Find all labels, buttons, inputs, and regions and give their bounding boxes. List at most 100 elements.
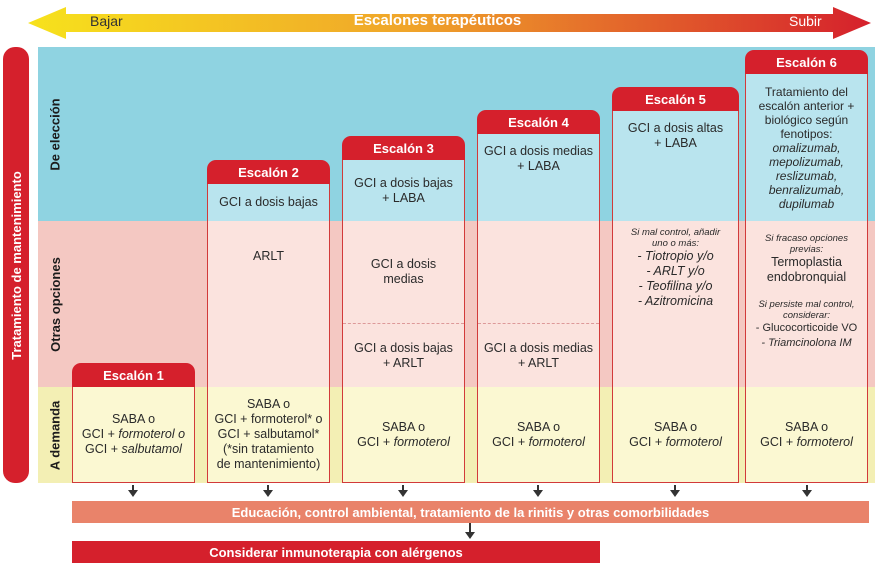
text-line: SABA o [516, 419, 561, 434]
text-line: SABA o [784, 419, 829, 434]
text-line: GCI + formoterol [629, 434, 722, 449]
text-line: SABA o [381, 419, 426, 434]
step-4-tab: Escalón 4 [477, 110, 600, 134]
step-5-column: GCI a dosis altas + LABA Si mal control,… [612, 111, 739, 483]
text-line: + LABA [654, 136, 697, 150]
down-arrow-icon [670, 490, 680, 497]
formoterol-text: formoterol [796, 434, 853, 449]
step-3-column: GCI a dosis bajas + LABA GCI a dosis med… [342, 160, 465, 483]
formoterol-text: formoterol [528, 434, 585, 449]
arrow-stem-4 [537, 485, 539, 491]
text-line: GCI a dosis medias [483, 144, 594, 158]
text-line: GCI + formoterol [492, 434, 585, 449]
text-line: previas: [789, 244, 824, 255]
text-line: GCI a dosis bajas [354, 175, 453, 190]
arrow-title: Escalones terapéuticos [353, 12, 522, 29]
text-line: + ARLT [382, 355, 425, 370]
step-6-eleccion: Tratamiento del escalón anterior + bioló… [746, 74, 867, 221]
band-eleccion-text: De elección [47, 97, 63, 171]
text-line: (*sin tratamiento [222, 442, 314, 456]
down-arrow-icon [533, 490, 543, 497]
text-line: GCI + salbutamol [85, 442, 182, 456]
step-3-otras-a: GCI a dosis medias [343, 221, 464, 324]
formoterol-text: formoterol o [118, 427, 186, 441]
formoterol-text: formoterol [393, 434, 450, 449]
text-line: Tratamiento del [765, 84, 848, 99]
text-line: reslizumab, [775, 168, 838, 183]
arrow-stem-2 [267, 485, 269, 491]
band-label-eleccion: De elección [38, 47, 72, 221]
text-line: SABA o [246, 397, 291, 411]
arrow-stem-1 [132, 485, 134, 491]
arrow-stem-5 [674, 485, 676, 491]
text-line: - Tiotropio y/o [637, 249, 714, 263]
arrow-stem-3 [402, 485, 404, 491]
down-arrow-icon [465, 532, 475, 539]
text-line: GCI a dosis altas [627, 121, 724, 135]
immunotherapy-text: Considerar inmunoterapia con alérgenos [209, 544, 463, 560]
step-1-tab: Escalón 1 [72, 363, 195, 387]
step-1-column: SABA o GCI + formoterol o GCI + salbutam… [72, 387, 195, 483]
text-line: + LABA [517, 159, 560, 173]
salbutamol-text: salbutamol [121, 442, 182, 456]
step-4-eleccion: GCI a dosis medias + LABA [478, 134, 599, 221]
step-5-tab: Escalón 5 [612, 87, 739, 111]
step-4-demanda: SABA o GCI + formoterol [478, 387, 599, 482]
text-line: Si fracaso opciones [765, 233, 848, 244]
band-label-demanda: A demanda [38, 387, 72, 483]
text-line: considerar: [783, 310, 830, 321]
maintenance-label: Tratamiento de mantenimiento [8, 170, 24, 360]
text-line: escalón anterior + [758, 98, 855, 113]
education-bar: Educación, control ambiental, tratamient… [72, 501, 869, 523]
text-line: Termoplastia [771, 255, 842, 269]
step-6-demanda: SABA o GCI + formoterol [746, 387, 867, 482]
text-line: fenotipos: [780, 126, 833, 141]
step-2-demanda: SABA o GCI + formoterol* o GCI + salbuta… [208, 387, 329, 482]
text-line: + ARLT [517, 355, 560, 370]
text-line: de mantenimiento) [216, 457, 321, 471]
text-line: - Teofilina y/o [638, 279, 713, 293]
immunotherapy-bar: Considerar inmunoterapia con alérgenos [72, 541, 600, 563]
down-arrow-icon [263, 490, 273, 497]
step-5-eleccion: GCI a dosis altas + LABA [613, 111, 738, 221]
text-line: GCI a dosis medias [483, 340, 594, 355]
step-3-tab: Escalón 3 [342, 136, 465, 160]
text-line: GCI a dosis [370, 257, 437, 271]
text-line: benralizumab, [768, 182, 845, 197]
down-arrow-icon [398, 490, 408, 497]
step-4-otras-a [478, 221, 599, 324]
step-5-otras: Si mal control, añadir uno o más: - Tiot… [613, 221, 738, 387]
text-line: Si mal control, añadir [630, 227, 721, 238]
text-line: mepolizumab, [769, 154, 844, 169]
text-line: - Glucocorticoide VO [755, 322, 858, 334]
down-arrow-icon [128, 490, 138, 497]
maintenance-sidebar: Tratamiento de mantenimiento [3, 47, 29, 483]
formoterol-text: formoterol [665, 434, 722, 449]
arrow-stem-center [469, 523, 471, 533]
step-6-otras: Si fracaso opciones previas: Termoplasti… [746, 221, 867, 387]
arrow-left-label: Bajar [90, 13, 123, 29]
step-6-tab: Escalón 6 [745, 50, 868, 74]
step-4-otras-b: GCI a dosis medias + ARLT [478, 324, 599, 387]
arrow-right-label: Subir [789, 13, 822, 29]
text-line: uno o más: [652, 238, 699, 249]
text-line: GCI + formoterol* o [214, 412, 323, 426]
text-line: GCI a dosis bajas [354, 340, 453, 355]
text-line: endobronquial [766, 270, 847, 284]
down-arrow-icon [802, 490, 812, 497]
text-line: GCI + formoterol [357, 434, 450, 449]
therapeutic-steps-arrow [28, 7, 871, 39]
step-2-otras: ARLT [208, 221, 329, 387]
text-line: GCI + formoterol o [81, 427, 186, 441]
step-3-eleccion: GCI a dosis bajas + LABA [343, 160, 464, 221]
text-line: - Azitromicina [637, 294, 714, 308]
step-2-column: GCI a dosis bajas ARLT SABA o GCI + form… [207, 184, 330, 483]
text-line: - Triamcinolona IM [761, 337, 852, 349]
band-label-otras: Otras opciones [38, 221, 72, 387]
text-line: + LABA [382, 190, 425, 205]
arrow-stem-6 [806, 485, 808, 491]
education-text: Educación, control ambiental, tratamient… [231, 504, 710, 520]
step-1-demanda: SABA o GCI + formoterol o GCI + salbutam… [73, 387, 194, 482]
band-otras-text: Otras opciones [47, 256, 63, 352]
text-line: - ARLT y/o [646, 264, 705, 278]
